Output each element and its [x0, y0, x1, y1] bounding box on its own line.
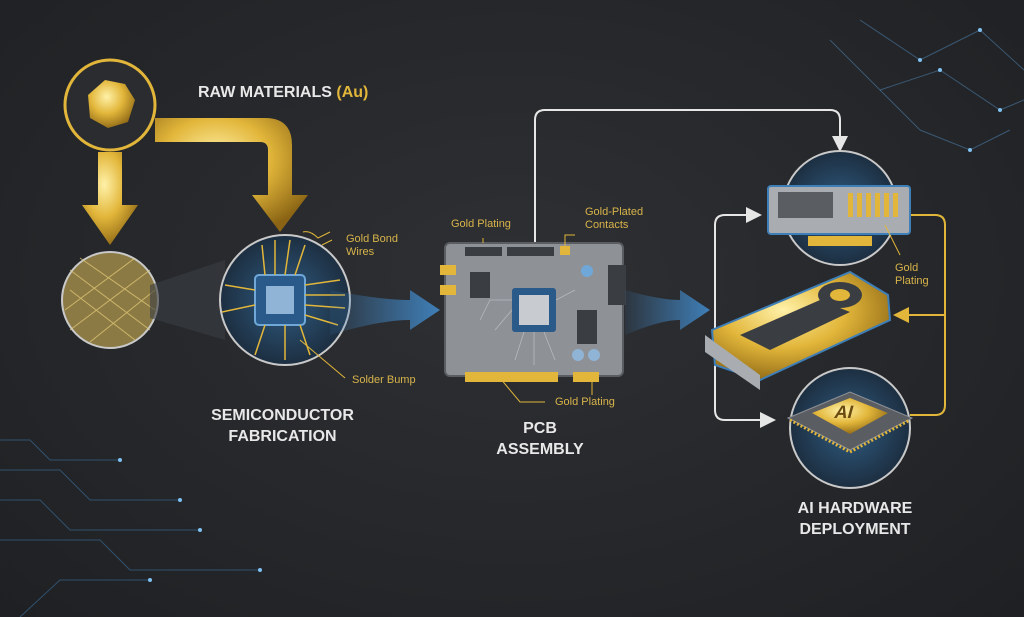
flow-arrow-to-deployment: [625, 290, 710, 335]
title-line: AI HARDWARE: [797, 500, 913, 517]
title-line: SEMICONDUCTOR: [211, 407, 354, 424]
server-circle: [767, 150, 911, 266]
label-line: Wires: [346, 246, 375, 258]
raw-materials-title: RAW MATERIALS (Au): [198, 84, 368, 102]
pcb-edge-connector: [465, 372, 558, 382]
label-line: Contacts: [585, 219, 629, 231]
title-line: PCB: [523, 420, 557, 437]
title-line: FABRICATION: [228, 428, 337, 445]
gpu-card-icon: [705, 270, 892, 390]
circuit-decoration-top-right: [829, 19, 1024, 151]
label-line: Gold: [895, 262, 919, 274]
gold-arrow-to-wafer: [82, 152, 138, 245]
wafer-circle: [61, 251, 159, 349]
raw-materials-label: RAW MATERIALS: [198, 84, 337, 101]
stage-title-semiconductor: SEMICONDUCTOR FABRICATION: [195, 405, 370, 447]
circuit-dots: [118, 28, 1002, 582]
stage-title-deployment: AI HARDWARE DEPLOYMENT: [770, 498, 940, 540]
wafer-zoom-beam: [150, 260, 225, 340]
circuit-decoration-bottom-left: [0, 439, 260, 617]
label-pcb-gold-plating-bottom: Gold Plating: [555, 396, 615, 408]
label-solder-bump: Solder Bump: [352, 374, 416, 386]
pcb-board: [440, 242, 626, 382]
bond-wire-leader: [321, 239, 333, 246]
label-line: Plating: [895, 275, 929, 287]
pcb-plating-leaders: [499, 377, 593, 403]
ai-chip-circle: [786, 367, 914, 489]
gold-element-symbol: (Au): [336, 84, 369, 101]
solder-leader: [299, 339, 346, 379]
pcb-to-server-connector: [534, 109, 848, 245]
label-pcb-gold-plating-top: Gold Plating: [451, 218, 511, 230]
flow-arrow-to-pcb: [330, 290, 440, 335]
gold-nugget-badge: [63, 58, 157, 152]
title-line: DEPLOYMENT: [799, 521, 911, 538]
label-line: Gold Bond: [346, 233, 398, 245]
stage-title-pcb: PCB ASSEMBLY: [470, 418, 610, 460]
title-line: ASSEMBLY: [496, 441, 584, 458]
gold-arrow-to-chip: [155, 118, 308, 232]
chip-closeup-circle: [219, 234, 351, 366]
white-loop-connector: [714, 207, 770, 421]
gold-nugget-icon: [88, 80, 135, 128]
label-line: Gold-Plated: [585, 206, 644, 218]
